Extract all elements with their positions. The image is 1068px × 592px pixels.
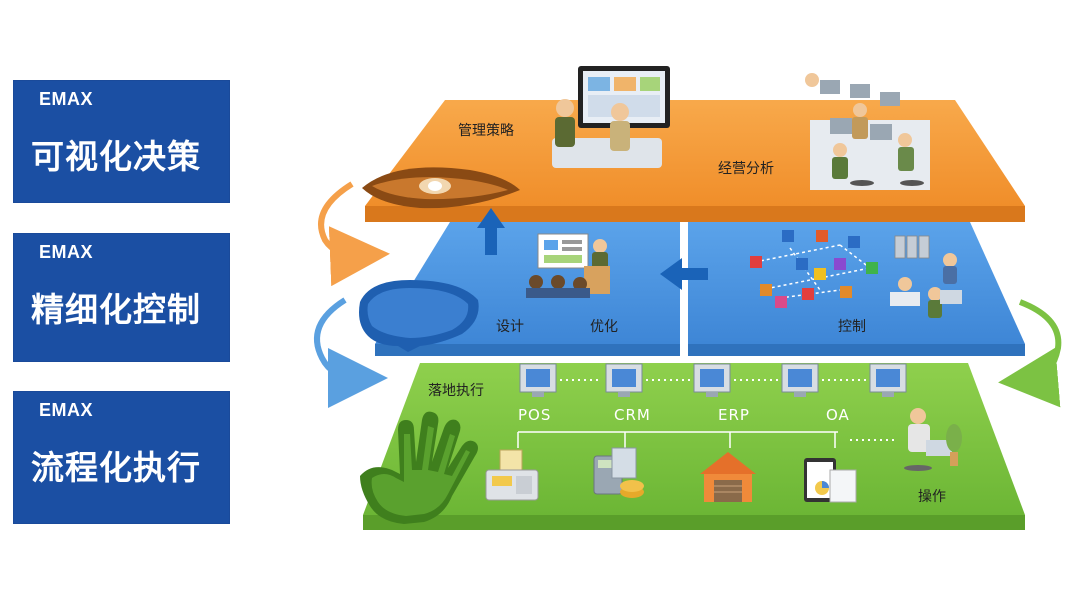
system-terminals xyxy=(519,363,907,397)
up-arrow-icon xyxy=(477,208,505,255)
label-crm: CRM xyxy=(614,406,651,424)
label-pos: POS xyxy=(518,406,552,424)
cash-register-icon xyxy=(485,449,539,501)
cycle-arrow-orange xyxy=(318,181,390,287)
panel-process-execution: EMAX 流程化执行 xyxy=(13,391,230,524)
label-management-strategy: 管理策略 xyxy=(458,123,514,139)
office-analysis-illustration xyxy=(805,73,930,190)
panel-brand: EMAX xyxy=(39,89,94,109)
panel-title: 精细化控制 xyxy=(31,290,201,329)
monitor-icon-extra xyxy=(869,363,907,397)
panel-title: 流程化执行 xyxy=(31,448,201,487)
monitor-icon-pos xyxy=(519,363,557,397)
network-cubes-illustration xyxy=(750,230,878,308)
label-erp: ERP xyxy=(718,406,750,424)
eye-icon xyxy=(362,167,520,209)
servers-users-illustration xyxy=(890,235,962,318)
panel-brand: EMAX xyxy=(39,400,94,420)
label-control: 控制 xyxy=(838,319,866,335)
cycle-arrow-blue xyxy=(314,297,388,408)
monitor-icon-crm xyxy=(605,363,643,397)
warehouse-icon xyxy=(700,452,756,502)
label-design: 设计 xyxy=(496,319,524,335)
panel-fine-control: EMAX 精细化控制 xyxy=(13,233,230,362)
monitor-icon-erp xyxy=(693,363,731,397)
panel-visual-decision: EMAX 可视化决策 xyxy=(13,80,230,203)
label-optimize: 优化 xyxy=(590,319,618,335)
calculator-coins-icon xyxy=(593,447,644,498)
operator-illustration xyxy=(904,408,962,471)
hand-icon xyxy=(360,411,478,524)
label-operate: 操作 xyxy=(918,489,946,505)
panel-title: 可视化决策 xyxy=(31,137,201,176)
cycle-arrow-green xyxy=(998,299,1062,408)
label-execution: 落地执行 xyxy=(428,383,484,399)
left-arrow-icon xyxy=(660,258,708,290)
label-oa: OA xyxy=(826,406,850,424)
strategy-meeting-illustration xyxy=(552,66,670,168)
monitor-icon-oa xyxy=(781,363,819,397)
label-business-analysis: 经营分析 xyxy=(718,161,774,177)
brain-icon xyxy=(359,280,479,352)
tablet-report-icon xyxy=(804,458,857,503)
connector-tree xyxy=(517,431,895,448)
presentation-illustration xyxy=(526,233,610,298)
panel-brand: EMAX xyxy=(39,242,94,262)
